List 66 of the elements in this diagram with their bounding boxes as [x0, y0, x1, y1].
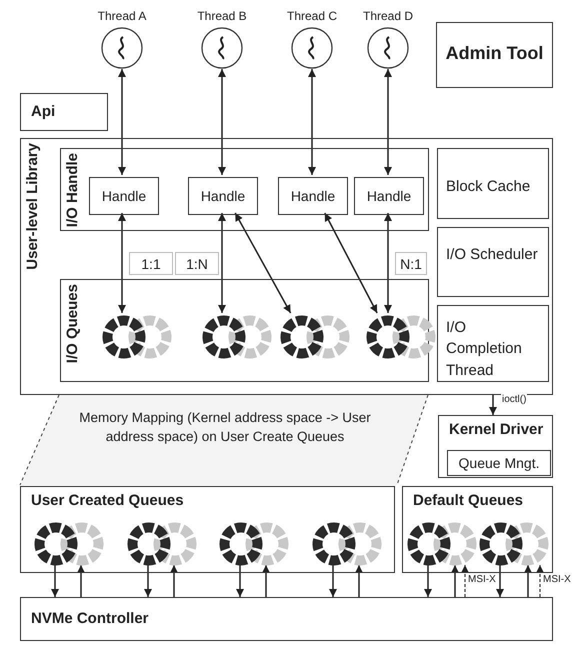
- arrow: [384, 213, 392, 313]
- box-title: User Created Queues: [31, 492, 184, 510]
- edge-label: MSI-X: [467, 574, 497, 585]
- layer-panel: [20, 138, 553, 395]
- arrow: [536, 564, 544, 598]
- box-title: Handle: [200, 188, 246, 204]
- arrow: [451, 565, 459, 597]
- box-title: NVMe Controller: [31, 610, 149, 628]
- box-title: I/O Scheduler: [446, 245, 539, 265]
- arrow: [118, 213, 126, 313]
- box-title: Handle: [100, 188, 148, 204]
- arrow: [489, 395, 497, 415]
- arrow: [77, 565, 85, 597]
- component-box: [89, 177, 159, 215]
- arrow: [218, 69, 226, 175]
- thread-label: Thread D: [362, 10, 414, 24]
- component-box: [447, 450, 551, 476]
- box-title: Block Cache: [446, 176, 532, 196]
- component-box: [188, 177, 258, 215]
- arrow: [524, 565, 532, 597]
- arrow: [461, 564, 469, 598]
- box-title: Default Queues: [413, 492, 524, 510]
- box-title: I/O Queues: [64, 284, 82, 364]
- ratio-label: 1:1: [140, 256, 162, 272]
- thread-label: Thread B: [196, 10, 248, 24]
- component-box: [437, 305, 549, 382]
- thread-label: Thread A: [96, 10, 148, 24]
- box-title: Queue Mngt.: [458, 455, 540, 472]
- component-box: [278, 177, 348, 215]
- box-title: Handle: [290, 188, 336, 204]
- ratio-label: 1:N: [185, 256, 209, 272]
- arrow: [170, 565, 178, 597]
- ratio-box: [175, 252, 219, 275]
- component-box: [20, 597, 553, 641]
- edge-label: ioctl(): [501, 394, 528, 405]
- box-title: Admin Tool: [444, 43, 544, 64]
- box-title: User-level Library: [24, 143, 42, 270]
- arrow: [355, 565, 363, 597]
- box-title: I/O Completion Thread: [446, 318, 523, 381]
- component-box: [436, 22, 553, 88]
- arrow: [262, 565, 270, 597]
- component-box: [20, 486, 395, 573]
- arrow: [234, 212, 292, 314]
- ratio-label: N:1: [399, 256, 423, 272]
- component-box: [20, 93, 108, 131]
- box-title: I/O Handle: [64, 153, 82, 228]
- arrow: [308, 69, 316, 175]
- arrow: [324, 212, 378, 314]
- box-title: Kernel Driver: [449, 421, 544, 438]
- ratio-box: [395, 252, 427, 275]
- thread-label: Thread C: [286, 10, 338, 24]
- component-box: [402, 486, 553, 573]
- component-box: [437, 148, 549, 219]
- ratio-box: [129, 252, 173, 275]
- box-title: Handle: [366, 188, 412, 204]
- arrow: [218, 213, 226, 313]
- arrow: [118, 69, 126, 175]
- component-box: [354, 177, 424, 215]
- mapping-note: Memory Mapping (Kernel address space -> User address space) on User Create Queues: [78, 409, 372, 446]
- layer-panel: [60, 148, 429, 231]
- edge-label: MSI-X: [542, 574, 572, 585]
- arrow: [51, 565, 59, 597]
- component-box: [437, 227, 549, 297]
- component-box: [438, 415, 553, 478]
- box-title: Api: [31, 103, 56, 120]
- arrow: [384, 69, 392, 175]
